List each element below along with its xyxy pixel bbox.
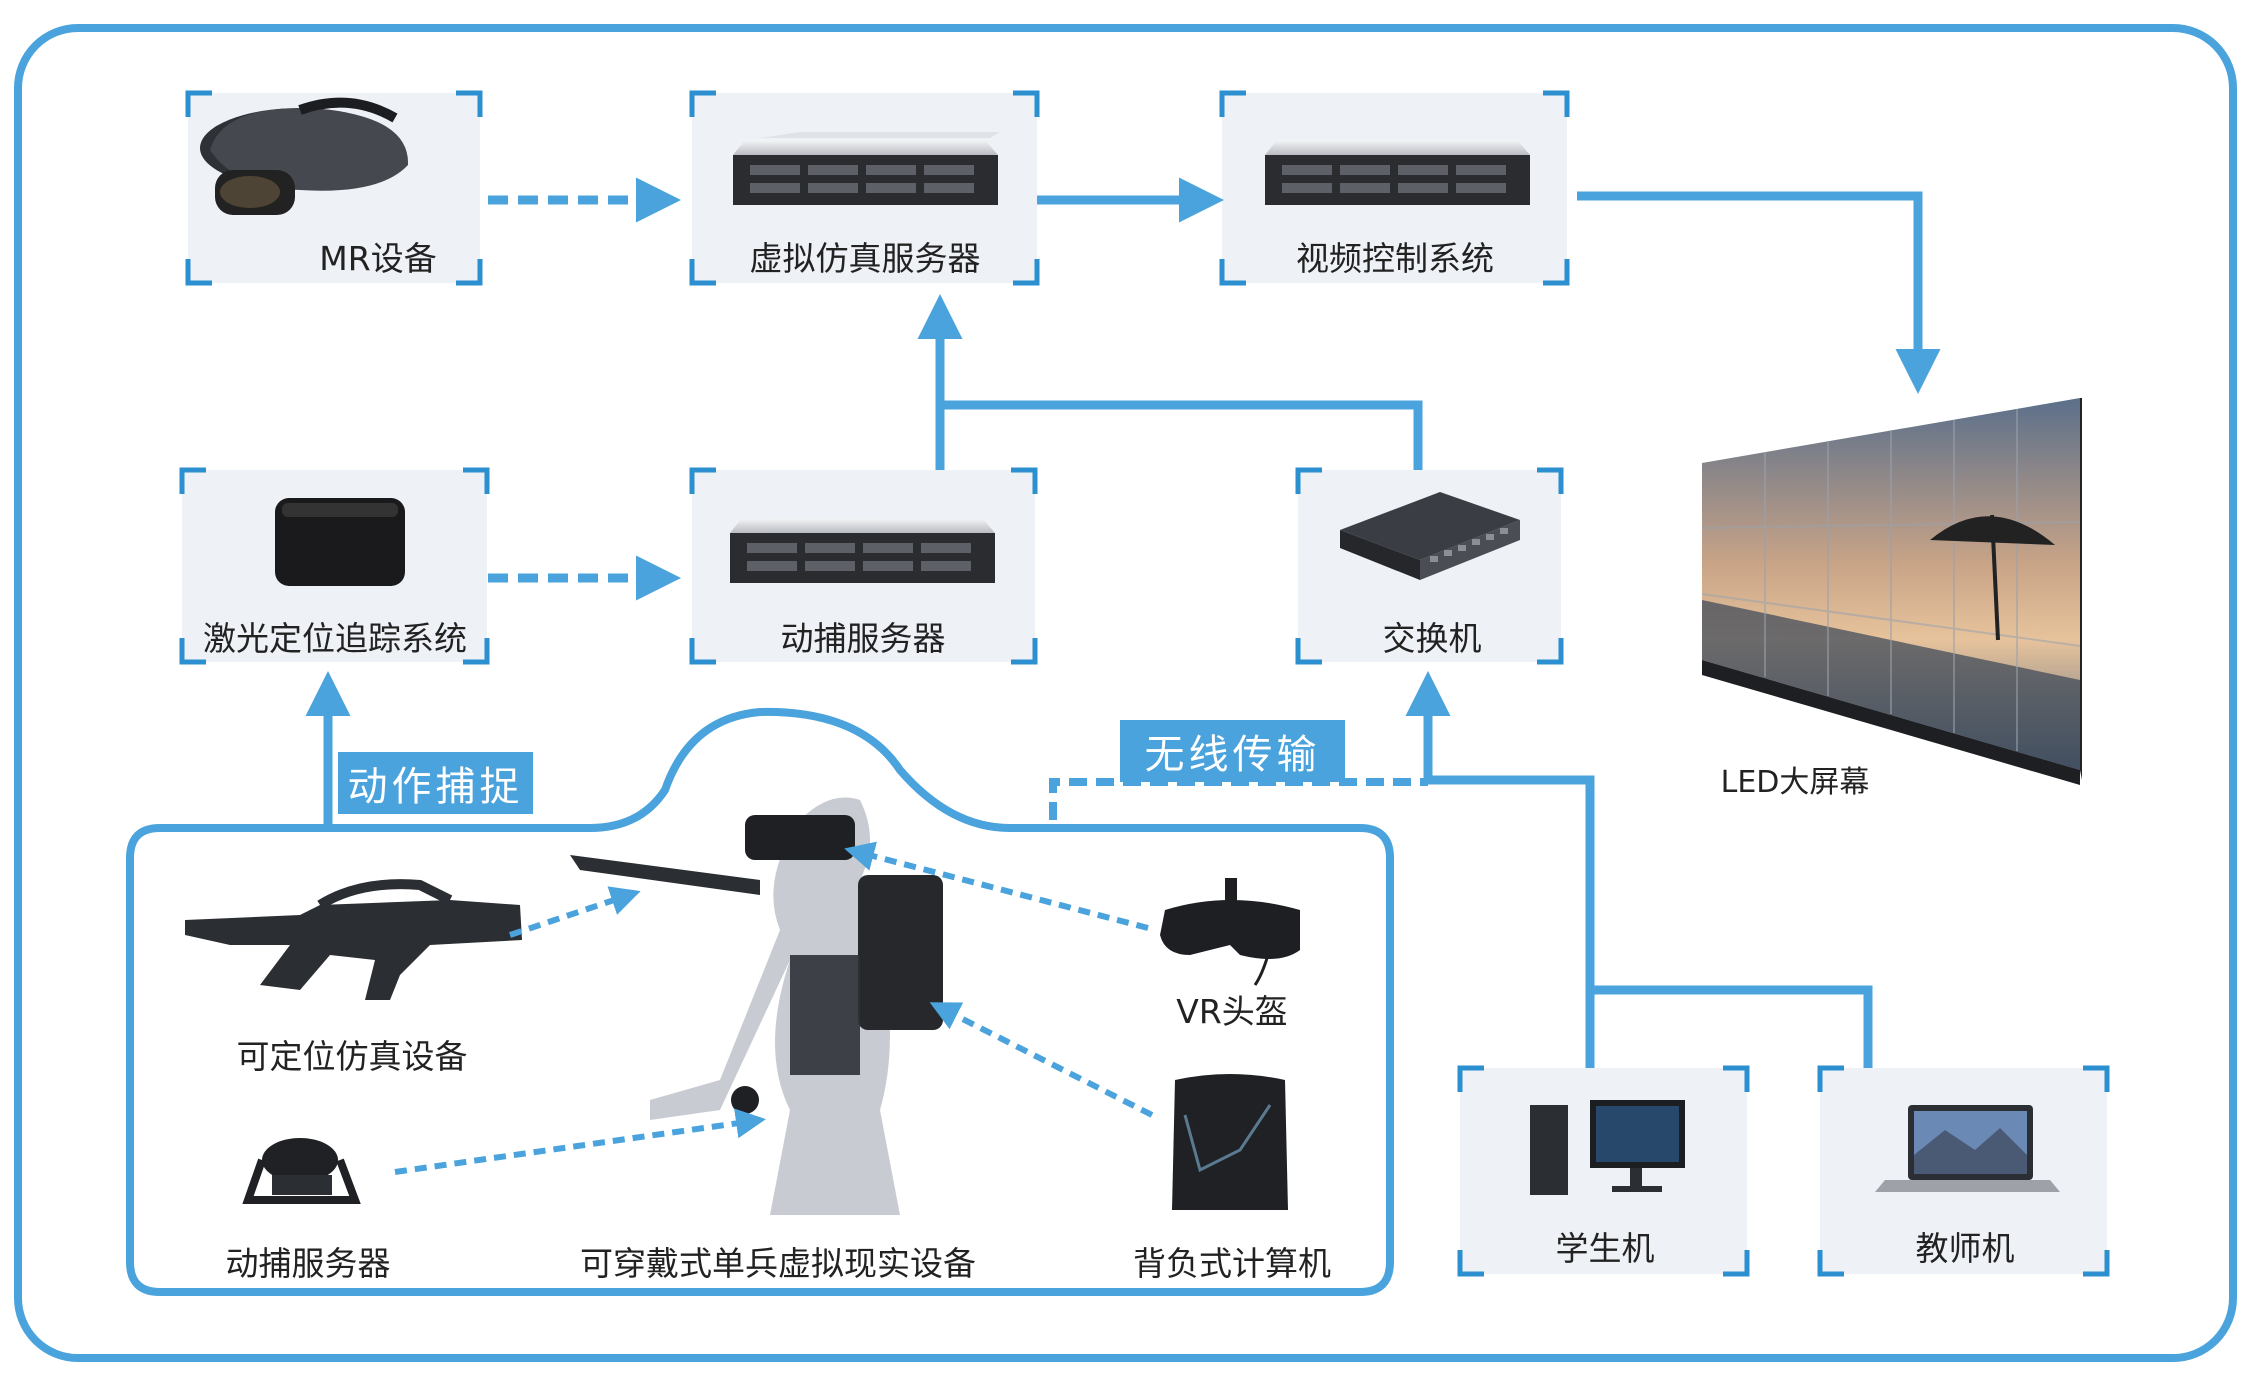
network-switch-icon: [1340, 492, 1520, 580]
laser-tracker-icon: [275, 498, 405, 586]
mocap-server-label: 动捕服务器: [780, 619, 946, 658]
switch-label: 交换机: [1382, 619, 1482, 658]
mocap-server-icon: [730, 518, 995, 583]
simulation-server-icon: [733, 132, 1000, 205]
video-control-label: 视频控制系统: [1296, 239, 1494, 278]
rifle-icon: [185, 879, 522, 1000]
led-wall-icon: [1701, 398, 2082, 785]
student-computer-icon: [1530, 1100, 1685, 1195]
tracker-label: 动捕服务器: [225, 1244, 391, 1283]
motion-capture-tag: 动作捕捉: [338, 752, 533, 814]
vr-headset-icon: [1160, 878, 1300, 986]
motion-tracker-icon: [242, 1138, 361, 1204]
teacher-computer-label: 教师机: [1915, 1229, 2015, 1268]
mr-headset-icon: [200, 97, 409, 215]
video-control-server-icon: [1265, 140, 1530, 205]
simulation-server-label: 虚拟仿真服务器: [749, 239, 981, 278]
mr-device-label: MR设备: [319, 239, 437, 278]
student-computer-label: 学生机: [1555, 1229, 1655, 1268]
wireless-transmission-tag: 无线传输: [1120, 720, 1345, 782]
rifle-label: 可定位仿真设备: [236, 1037, 468, 1076]
connectors: [126, 177, 1941, 1296]
soldier-figure-icon: [570, 797, 943, 1215]
vr-headset-label: VR头盔: [1176, 992, 1288, 1031]
led-screen-label: LED大屏幕: [1720, 765, 1870, 800]
backpack-computer-icon: [1172, 1074, 1288, 1210]
backpack-computer-label: 背负式计算机: [1133, 1244, 1331, 1283]
teacher-laptop-icon: [1875, 1105, 2060, 1192]
wearable-label: 可穿戴式单兵虚拟现实设备: [580, 1244, 976, 1283]
laser-tracking-label: 激光定位追踪系统: [203, 619, 467, 658]
outer-frame: [14, 24, 2237, 1362]
